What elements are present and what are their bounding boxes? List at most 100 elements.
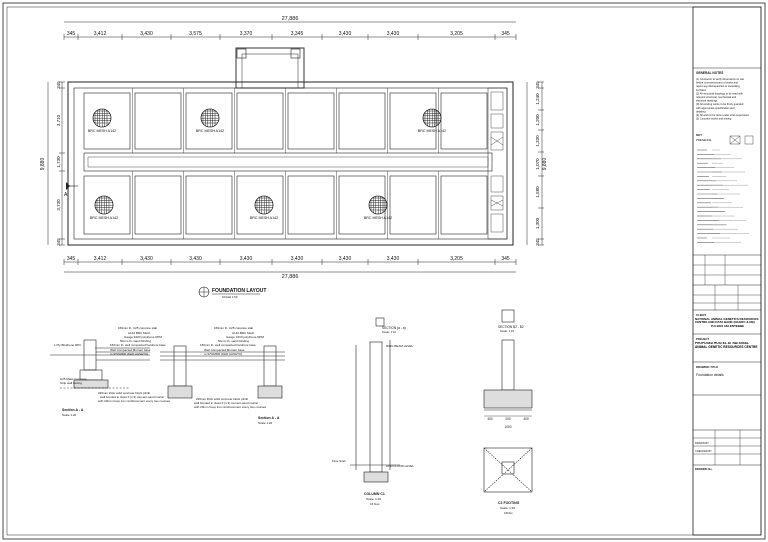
project-label: PROJECT	[696, 337, 710, 341]
inner-border	[6, 6, 762, 536]
room-slab	[389, 92, 437, 150]
drawn-by-label: DRAWN BY	[695, 441, 709, 445]
brc-mesh-marker: BRC MESH A142	[418, 108, 446, 133]
room-slab	[440, 175, 488, 235]
section-aa2-label-8: wall bonded in class II (1:3) cement-san…	[194, 401, 258, 405]
column-c1-detail: SECTION (a - a) Scale: 1:10 RING BEAM LE…	[332, 317, 414, 506]
footing-dim-0: 400	[487, 417, 493, 421]
room-slab	[83, 175, 131, 235]
mesh-label: BRC MESH A142	[364, 216, 392, 220]
section-aa2-label-9: with 20mm hoop iron reinforcement every …	[194, 405, 267, 409]
section-a-label-7: 1 Ply Bituthene DPC	[54, 343, 82, 347]
top-dim-9: 345	[501, 31, 510, 37]
right-total-dim: 9,880	[542, 158, 548, 171]
client-address: P.O BOX 183 ENTEBBE	[711, 323, 745, 328]
mesh-label: BRC MESH A142	[250, 216, 278, 220]
section-aa2-label-7: 230mm thick solid concrete block plinth	[196, 397, 249, 401]
section-a-label-10: 230mm thick solid concrete block plinth	[98, 391, 151, 395]
drawing-name: Foundation details	[696, 373, 724, 377]
footing-section-label: SECTION B2 - B2	[498, 325, 524, 329]
legend-title: KEY	[696, 133, 702, 137]
service-strip	[487, 87, 508, 240]
outer-wall	[67, 81, 514, 246]
note-line-9: detailing	[696, 109, 706, 113]
note-line-4: (2) All structural drawings to be read w…	[696, 91, 743, 95]
room-slab	[185, 175, 233, 235]
note-line-6: electrical drawings	[696, 99, 718, 103]
room-slab	[185, 92, 233, 150]
brc-mesh-marker: BRC MESH A142	[196, 108, 224, 133]
section-aa2-label-4: 150mm th. well compacted hardcore base	[200, 343, 256, 347]
note-line-1: before commencement of works and	[696, 81, 739, 85]
mesh-label: BRC MESH A142	[418, 129, 446, 133]
note-line-2: report any discrepancies to consulting	[696, 84, 740, 88]
section-a-label-4: 150mm th. well compacted hardcore base	[110, 343, 166, 347]
section-marker-a: A	[64, 182, 78, 198]
footing-dim-1: 200	[505, 417, 511, 421]
bottom-dim-1: 3,412	[94, 256, 107, 262]
note-line-10: (4) All work to be done under strict sup…	[696, 113, 750, 117]
column-count: 16 Nos	[370, 502, 380, 506]
section-a-label-2: Gauge 1000 polythene DPM	[124, 335, 162, 339]
drawing-no-label: DRAWING No.	[695, 467, 713, 471]
section-a-label-9: Strip wall footing	[60, 381, 82, 385]
brc-mesh-marker: BRC MESH A142	[88, 108, 116, 133]
bottom-dim-5: 3,430	[291, 256, 304, 262]
right-dim-1: 1,240	[535, 93, 540, 105]
note-line-3: Architect	[696, 88, 706, 92]
footing-title: C1 FOOTING	[498, 501, 520, 505]
bottom-dim-7: 3,430	[387, 256, 400, 262]
client-label: CLIENT	[696, 313, 706, 317]
section-a-label-5: Well Compacted Murram base	[110, 348, 151, 352]
drawing-label: DRAWING TITLE	[696, 365, 718, 369]
brc-mesh-marker: BRC MESH A142	[364, 195, 392, 220]
room-slabs	[83, 88, 488, 239]
plan-scale: SCALE 1:50	[222, 295, 238, 299]
overall-dim-bottom: 27,886	[282, 274, 299, 280]
brc-mesh-marker: BRC MESH A142	[90, 195, 118, 220]
section-aa2-scale: Scale 1:20	[258, 421, 273, 425]
right-dim-6: 1,300	[535, 217, 540, 229]
bottom-dim-8: 3,205	[450, 256, 463, 262]
mesh-label: BRC MESH A142	[196, 129, 224, 133]
revision-table	[693, 255, 761, 310]
corridor	[83, 152, 493, 172]
bottom-dim-2: 3,430	[140, 256, 153, 262]
notes-title: GENERAL NOTES	[696, 71, 723, 75]
note-line-0: (1) Contractor to verify dimensions on s…	[696, 77, 745, 81]
left-dim-2: 1,730	[56, 156, 61, 168]
checked-by-label: CHECKED BY	[695, 449, 712, 453]
overall-dim-top: 27,886	[282, 16, 299, 22]
top-dim-0: 345	[67, 31, 76, 37]
left-dim-0: 345	[56, 81, 61, 89]
brc-mesh-marker: BRC MESH A142	[250, 195, 278, 220]
column-scale: Scale: 1:20	[366, 497, 381, 501]
footing-dim-2: 400	[523, 417, 529, 421]
room-slab	[287, 92, 335, 150]
column-ring-beam: RING BEAM LEVEL	[386, 344, 413, 348]
room-slab	[338, 92, 386, 150]
room-slab	[440, 92, 488, 150]
room-slab	[236, 92, 284, 150]
bottom-dim-0: 345	[67, 256, 76, 262]
section-aa2-label-0: 150mm th. C25 concrete slab	[214, 326, 254, 330]
note-line-8: with appropriate specification and	[696, 106, 735, 110]
section-a-label-11: wall bonded in class II (1:3) cement-san…	[100, 395, 164, 399]
section-aa2-label-5: Well Compacted Murram base	[204, 348, 245, 352]
note-line-5: relevant structural, mechanical and	[696, 95, 737, 99]
left-dim-4: 345	[56, 238, 61, 246]
note-line-11: (5) Concrete works and testing	[696, 117, 732, 121]
room-slab	[389, 175, 437, 235]
title-block: GENERAL NOTES (1) Contractor to verify d…	[692, 6, 762, 536]
right-dim-7: 345	[535, 238, 540, 246]
room-slab	[287, 175, 335, 235]
service-details	[490, 91, 504, 233]
